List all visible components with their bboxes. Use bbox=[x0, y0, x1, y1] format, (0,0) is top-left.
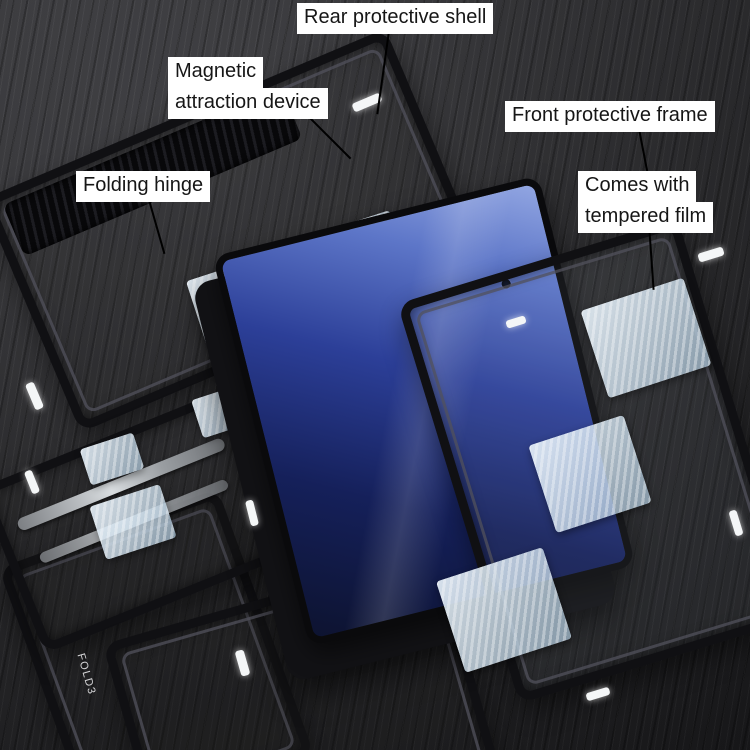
label-tempered-film: Comes with tempered film bbox=[578, 171, 714, 233]
edge-highlight bbox=[585, 686, 611, 702]
label-text: Front protective frame bbox=[505, 101, 715, 132]
label-text: Folding hinge bbox=[76, 171, 211, 202]
label-rear-shell: Rear protective shell bbox=[297, 3, 494, 34]
label-text: Comes with bbox=[578, 171, 697, 202]
edge-highlight bbox=[24, 381, 45, 411]
label-folding-hinge: Folding hinge bbox=[76, 171, 211, 202]
edge-highlight bbox=[697, 246, 725, 263]
label-text: Rear protective shell bbox=[297, 3, 494, 34]
label-text: attraction device bbox=[168, 88, 328, 119]
label-magnetic: Magnetic attraction device bbox=[168, 57, 328, 119]
label-text: tempered film bbox=[578, 202, 714, 233]
label-front-frame: Front protective frame bbox=[505, 101, 715, 132]
label-text: Magnetic bbox=[168, 57, 264, 88]
